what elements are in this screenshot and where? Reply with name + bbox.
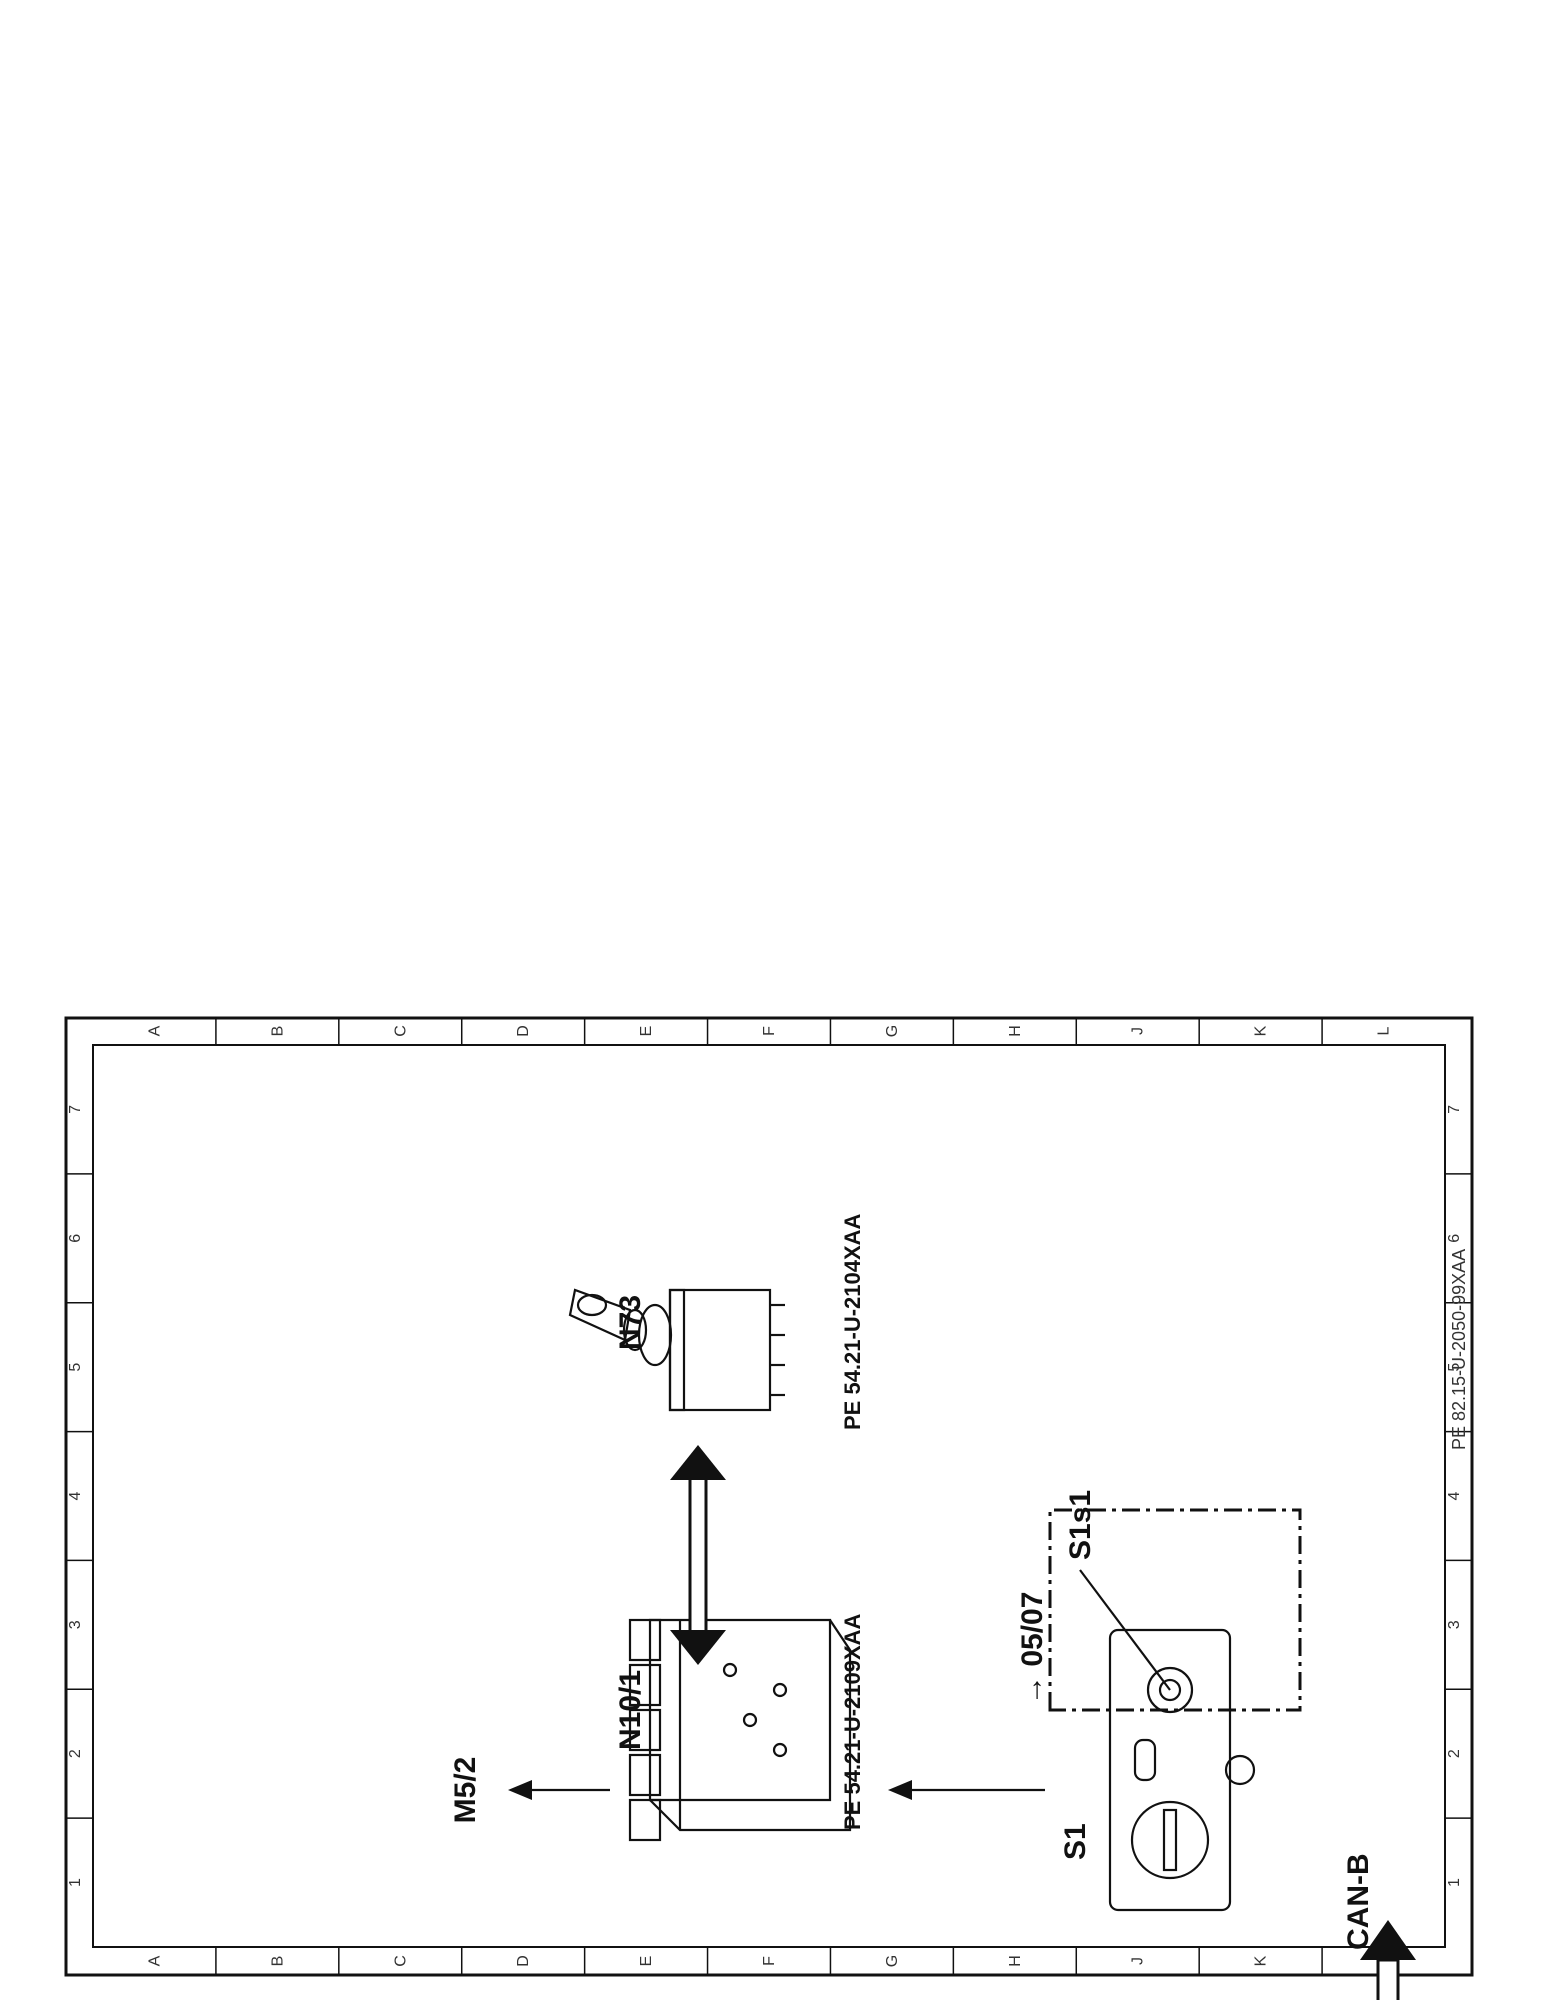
grid-letter-bottom-A: A (146, 1955, 163, 1966)
s1-component (1108, 1628, 1256, 1912)
n73-key (568, 1288, 632, 1342)
grid-letter-bottom-K: K (1253, 1955, 1270, 1966)
grid-number-right-6: 6 (1446, 1234, 1463, 1243)
inner-frame (92, 1044, 1446, 1948)
s1-mount-tab (1224, 1754, 1256, 1786)
grid-letter-top-D: D (515, 1025, 532, 1037)
grid-letter-top-C: C (392, 1025, 409, 1037)
double-arrow (670, 1445, 726, 1665)
s1s1-button-icon (1158, 1678, 1182, 1702)
double-arrow-shaft (688, 1473, 708, 1637)
s1s1-button (1146, 1666, 1194, 1714)
can-b-arrow (1360, 1920, 1416, 2000)
label-n10-1: N10/1 (614, 1670, 647, 1750)
n10-1-body (648, 1618, 832, 1802)
grid-letter-bottom-F: F (761, 1956, 778, 1966)
grid-letter-top-K: K (1253, 1025, 1270, 1036)
grid-letter-top-J: J (1130, 1027, 1147, 1035)
grid-letter-bottom-C: C (392, 1955, 409, 1967)
double-arrow-head-right (670, 1445, 726, 1480)
grid-letter-top-G: G (884, 1025, 901, 1037)
grid-number-left-6: 6 (67, 1234, 84, 1243)
label-s1: S1 (1059, 1823, 1092, 1860)
n73-top (668, 1288, 686, 1412)
doc-id: PE 82.15-U-2050-99XAA (1449, 1249, 1469, 1450)
grid-ticks (66, 1018, 1472, 1975)
grid-number-right-1: 1 (1446, 1878, 1463, 1887)
grid-letter-top-L: L (1376, 1026, 1393, 1035)
grid-number-right-2: 2 (1446, 1749, 1463, 1758)
grid-letter-bottom-H: H (1007, 1955, 1024, 1967)
grid-letter-bottom-G: G (884, 1955, 901, 1967)
can-b-arrow-head (1360, 1920, 1416, 1960)
label-m5-2: M5/2 (449, 1757, 482, 1824)
double-arrow-head-left (670, 1630, 726, 1665)
outer-frame (64, 1016, 1474, 1977)
ref-n73: PE 54.21-U-2104XAA (840, 1213, 865, 1430)
s1-arrow-head (888, 1780, 912, 1800)
s1-rotary-knob (1130, 1800, 1210, 1880)
n10-1-component (628, 1618, 852, 1842)
grid-letter-bottom-J: J (1130, 1957, 1147, 1965)
grid-letter-bottom-B: B (269, 1956, 286, 1967)
grid-number-left-5: 5 (67, 1363, 84, 1372)
grid-number-right-3: 3 (1446, 1620, 1463, 1629)
n10-1-relay-5 (628, 1618, 662, 1662)
grid-number-right-4: 4 (1446, 1491, 1463, 1500)
n10-1-hole-3 (772, 1742, 788, 1758)
grid-number-left-3: 3 (67, 1620, 84, 1629)
n10-1-hole-1 (742, 1712, 758, 1728)
date-range-box (1048, 1508, 1302, 1712)
ref-n10-1: PE 54.21-U-2109XAA (840, 1613, 865, 1830)
grid-labels: AABBCCDDEEFFGGHHJJKKLL11223344556677 (67, 1025, 1463, 1967)
grid-letter-bottom-D: D (515, 1955, 532, 1967)
s1-slot (1133, 1738, 1157, 1782)
grid-letter-top-F: F (761, 1026, 778, 1036)
n73-component (568, 1288, 785, 1412)
n73-key-hole (576, 1293, 608, 1317)
grid-number-left-1: 1 (67, 1878, 84, 1887)
label-date-range: → 05/07 (1016, 1592, 1049, 1705)
n10-1-relay-1 (628, 1798, 662, 1842)
n10-1-relay-3 (628, 1708, 662, 1752)
grid-number-left-7: 7 (67, 1105, 84, 1114)
n10-1-hole-4 (722, 1662, 738, 1678)
n10-1-side (649, 1619, 852, 1832)
grid-number-right-5: 5 (1446, 1363, 1463, 1372)
label-n73: N73 (614, 1295, 647, 1350)
n73-knob-base (637, 1303, 673, 1367)
s1-knob-grip (1162, 1808, 1178, 1872)
n10-1-relay-2 (628, 1753, 662, 1797)
m5-2-arrow-head (508, 1780, 532, 1800)
grid-letter-top-A: A (146, 1025, 163, 1036)
grid-letter-bottom-E: E (638, 1956, 655, 1967)
s1-body (1108, 1628, 1232, 1912)
grid-number-right-7: 7 (1446, 1105, 1463, 1114)
n10-1-relay-4 (628, 1663, 662, 1707)
can-b-arrow-shaft (1376, 1958, 1400, 2000)
label-s1s1: S1s1 (1064, 1490, 1097, 1560)
grid-letter-top-B: B (269, 1026, 286, 1037)
label-can-b: CAN-B (1342, 1853, 1375, 1950)
grid-number-left-2: 2 (67, 1749, 84, 1758)
n10-1-hole-2 (772, 1682, 788, 1698)
grid-number-left-4: 4 (67, 1491, 84, 1500)
rotated-content: N73 N10/1 M5/2 S1 S1s1 → 05/07 CAN-B PE … (449, 1213, 1469, 2000)
grid-letter-top-E: E (638, 1026, 655, 1037)
s1s1-pointer (1079, 1569, 1171, 1691)
n73-knob-ring (622, 1308, 648, 1352)
grid-letter-top-H: H (1007, 1025, 1024, 1037)
